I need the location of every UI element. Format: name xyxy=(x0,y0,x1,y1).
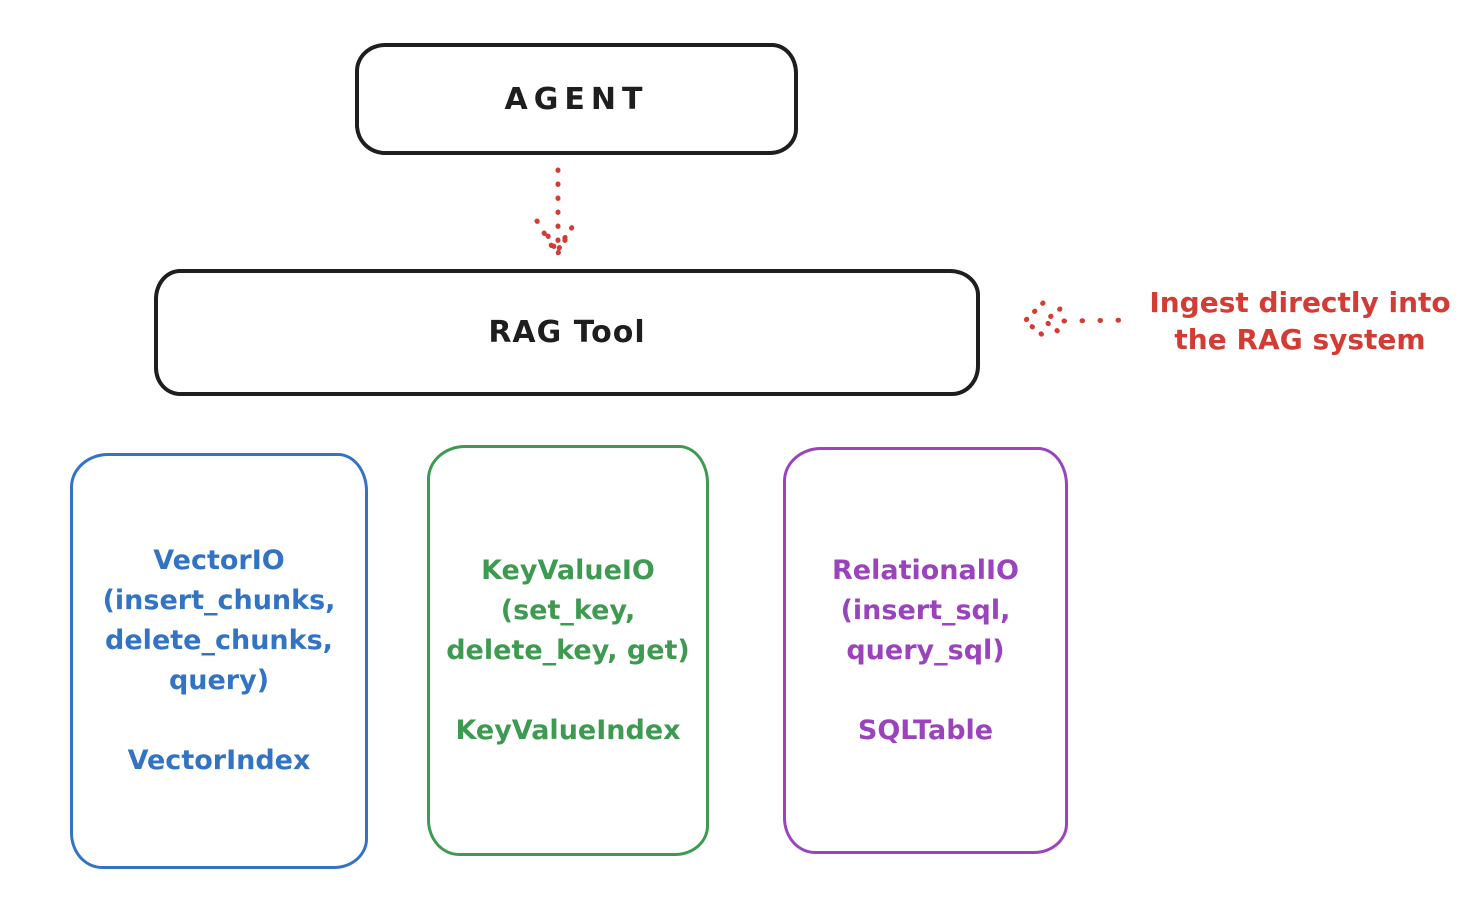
sql-table-label: SQLTable xyxy=(857,714,994,746)
annotation-to-rag-tool-arrow xyxy=(1021,300,1135,340)
relational-io-node: RelationalIO (insert_sql, query_sql) SQL… xyxy=(783,447,1068,854)
keyvalue-io-node: KeyValueIO (set_key, delete_key, get) Ke… xyxy=(427,445,709,856)
agent-node: AGENT xyxy=(355,43,798,155)
rag-tool-label: RAG Tool xyxy=(488,315,646,350)
agent-to-rag-tool-arrow xyxy=(534,167,580,261)
vector-io-node: VectorIO (insert_chunks, delete_chunks, … xyxy=(70,453,368,869)
vector-io-title: VectorIO (insert_chunks, delete_chunks, … xyxy=(102,545,336,696)
vector-index-label: VectorIndex xyxy=(127,745,311,776)
ingest-annotation: Ingest directly into the RAG system xyxy=(1149,286,1451,356)
rag-tool-node: RAG Tool xyxy=(154,269,980,396)
relational-io-title: RelationalIO (insert_sql, query_sql) xyxy=(832,554,1019,666)
keyvalue-index-label: KeyValueIndex xyxy=(455,714,681,746)
keyvalue-io-title: KeyValueIO (set_key, delete_key, get) xyxy=(446,554,690,666)
agent-label: AGENT xyxy=(504,81,649,117)
